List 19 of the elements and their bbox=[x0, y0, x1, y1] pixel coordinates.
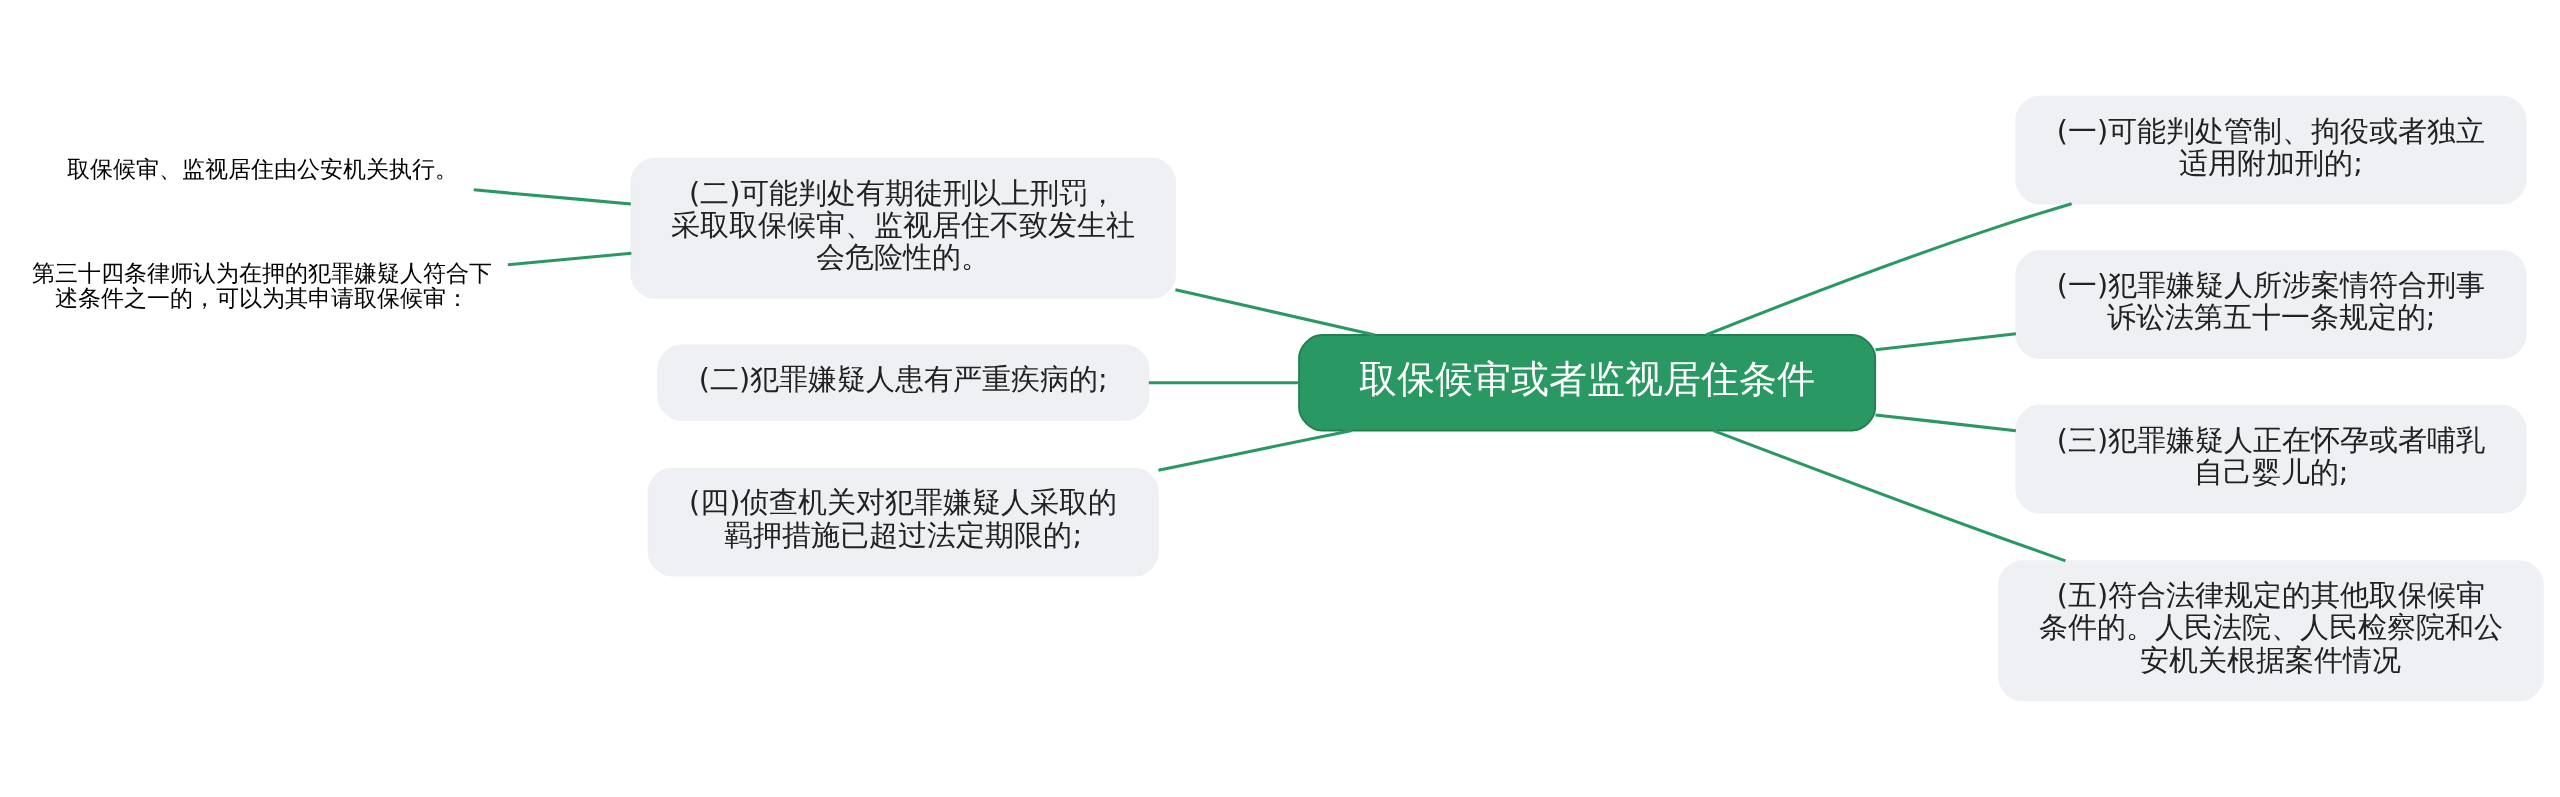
node-box: (一)可能判处管制、拘役或者独立适用附加刑的; bbox=[2015, 95, 2527, 205]
node-box: (一)犯罪嫌疑人所涉案情符合刑事诉讼法第五十一条规定的; bbox=[2015, 250, 2527, 359]
connector bbox=[1158, 429, 1353, 472]
node-box: (四)侦查机关对犯罪嫌疑人采取的羁押措施已超过法定期限的; bbox=[647, 467, 1159, 577]
connector bbox=[473, 188, 631, 206]
node-box: (三)犯罪嫌疑人正在怀孕或者哺乳自己婴儿的; bbox=[2015, 404, 2527, 514]
connector bbox=[1875, 332, 2017, 352]
connector bbox=[1175, 288, 1376, 337]
node-box: 取保候审或者监视居住条件 bbox=[1298, 334, 1877, 432]
connector bbox=[1705, 202, 2073, 337]
node-box: (二)可能判处有期徒刑以上刑罚，采取取保候审、监视居住不致发生社会危险性的。 bbox=[630, 157, 1177, 299]
connector bbox=[1148, 381, 1299, 385]
node-box: (五)符合法律规定的其他取保候审条件的。人民法院、人民检察院和公安机关根据案件情况 bbox=[1998, 560, 2544, 702]
connector bbox=[507, 251, 632, 267]
connector bbox=[1875, 413, 2017, 433]
connector bbox=[1712, 429, 2066, 563]
node-text: 取保候审、监视居住由公安机关执行。 bbox=[66, 155, 458, 182]
node-text: 第三十四条律师认为在押的犯罪嫌疑人符合下述条件之一的，可以为其申请取保候审： bbox=[32, 259, 493, 311]
node-box: (二)犯罪嫌疑人患有严重疾病的; bbox=[657, 344, 1150, 421]
